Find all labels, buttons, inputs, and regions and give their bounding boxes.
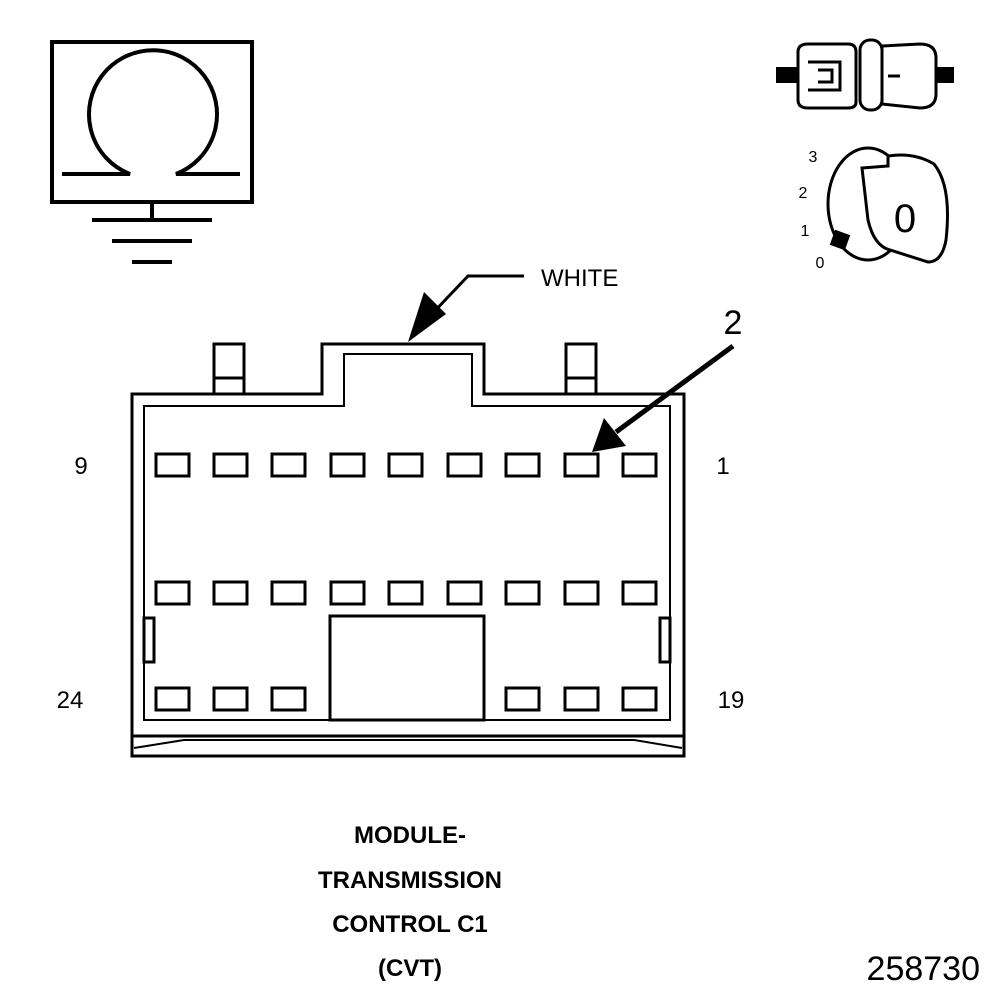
title-line-3: CONTROL C1 — [332, 911, 488, 938]
pin-label-bottom-right: 19 — [718, 687, 745, 714]
cavity-16 — [270, 580, 307, 606]
pin-cavities — [154, 452, 658, 712]
cavity-1 — [621, 452, 658, 478]
connector-color-label: WHITE — [541, 265, 618, 292]
cavity-11 — [563, 580, 600, 606]
cavity-20 — [563, 686, 600, 712]
title-line-4: (CVT) — [378, 955, 442, 982]
ignition-key-marking: 0 — [894, 197, 916, 241]
cavity-13 — [446, 580, 483, 606]
cavity-6 — [329, 452, 366, 478]
unplugged-connector-icon — [776, 38, 954, 112]
cavity-12 — [504, 580, 541, 606]
callout-number: 2 — [724, 304, 743, 342]
ignition-position-0: 0 — [816, 255, 825, 272]
cavity-3 — [504, 452, 541, 478]
cavity-21 — [504, 686, 541, 712]
ignition-position-2: 2 — [799, 185, 808, 202]
ohmmeter-ground-icon — [50, 40, 254, 264]
cavity-22 — [270, 686, 307, 712]
pin-label-bottom-left: 24 — [57, 687, 84, 714]
pin-label-top-right: 1 — [716, 453, 729, 480]
cavity-15 — [329, 580, 366, 606]
cavity-2 — [563, 452, 600, 478]
ignition-position-1: 1 — [801, 223, 810, 240]
title-line-2: TRANSMISSION — [318, 867, 502, 894]
cavity-9 — [154, 452, 191, 478]
cavity-10 — [621, 580, 658, 606]
cavity-18 — [154, 580, 191, 606]
cavity-8 — [212, 452, 249, 478]
cavity-24 — [154, 686, 191, 712]
cavity-4 — [446, 452, 483, 478]
figure-number: 258730 — [867, 950, 980, 988]
ignition-key-off-icon: 0 3 2 1 0 — [799, 146, 949, 272]
cavity-23 — [212, 686, 249, 712]
cavity-7 — [270, 452, 307, 478]
cavity-19 — [621, 686, 658, 712]
title-line-1: MODULE- — [354, 822, 466, 849]
color-leader-arrow — [408, 274, 524, 342]
cavity-14 — [387, 580, 424, 606]
cavity-17 — [212, 580, 249, 606]
connector-housing — [130, 342, 686, 758]
cavity-5 — [387, 452, 424, 478]
ignition-position-3: 3 — [809, 149, 818, 166]
pin-label-top-left: 9 — [74, 453, 87, 480]
callout-arrow — [592, 343, 735, 452]
